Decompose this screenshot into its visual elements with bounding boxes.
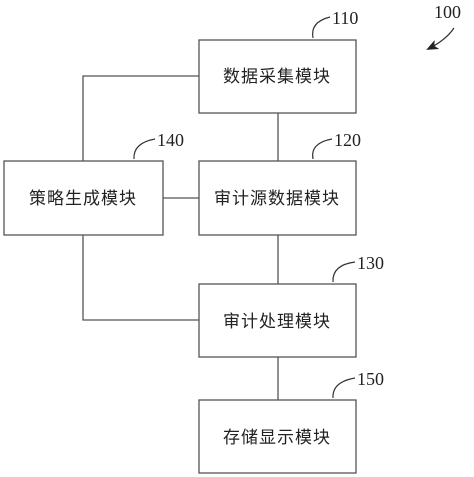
audit-processing-module-frame xyxy=(198,283,357,358)
ref-110-number: 110 xyxy=(332,8,358,28)
ref-150-leader xyxy=(332,377,356,399)
connector-strategy-to-processing xyxy=(82,235,199,321)
ref-140-leader xyxy=(133,138,156,160)
strategy-generation-module: 策略生成模块 xyxy=(3,160,164,236)
system-ref-number: 100 xyxy=(434,2,461,22)
ref-130-number: 130 xyxy=(357,253,384,273)
audit-source-data-module-frame xyxy=(198,160,357,236)
ref-130-leader xyxy=(332,261,356,283)
data-collection-module-label: 数据采集模块 xyxy=(223,67,331,87)
audit-source-data-module: 审计源数据模块 xyxy=(198,160,357,236)
system-ref-arrow xyxy=(426,27,455,50)
ref-120-leader xyxy=(312,138,333,160)
ref-110-leader xyxy=(312,16,331,39)
audit-processing-module-label: 审计处理模块 xyxy=(223,312,331,332)
strategy-generation-module-label: 策略生成模块 xyxy=(29,189,137,209)
ref-150-number: 150 xyxy=(357,369,384,389)
storage-display-module-label: 存储显示模块 xyxy=(223,428,331,448)
system-ref-group: 100 xyxy=(426,2,461,50)
audit-processing-module: 审计处理模块 xyxy=(198,283,357,358)
data-collection-module-frame xyxy=(198,39,357,114)
connector-strategy-to-collection xyxy=(82,75,199,161)
audit-source-data-module-label: 审计源数据模块 xyxy=(214,189,340,209)
data-collection-module: 数据采集模块 xyxy=(198,39,357,114)
ref-120-number: 120 xyxy=(334,130,361,150)
storage-display-module: 存储显示模块 xyxy=(198,399,357,474)
strategy-generation-module-frame xyxy=(3,160,164,236)
storage-display-module-frame xyxy=(198,399,357,474)
ref-140-number: 140 xyxy=(157,130,184,150)
connector-lines xyxy=(82,75,279,400)
